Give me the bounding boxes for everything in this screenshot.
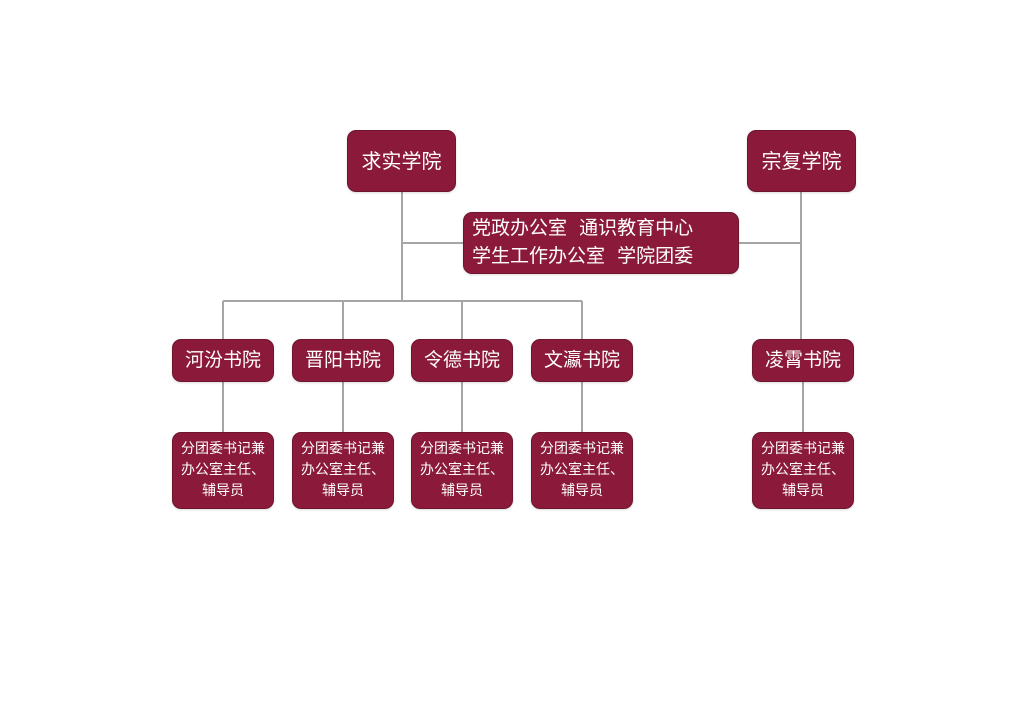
node-zongfu-label: 宗复学院 [761, 148, 842, 173]
office-line-1: 党政办公室 通识教育中心 [472, 217, 694, 240]
staff-line-2: 办公室主任、 [181, 462, 265, 478]
staff-line-1: 分团委书记兼 [181, 441, 265, 457]
node-hefen-staff: 分团委书记兼 办公室主任、 辅导员 [172, 432, 274, 509]
staff-line-2: 办公室主任、 [761, 462, 845, 478]
node-lingxiao-academy: 凌霄书院 [752, 339, 854, 382]
node-wenying-label: 文瀛书院 [543, 348, 620, 371]
node-lingde-staff: 分团委书记兼 办公室主任、 辅导员 [411, 432, 513, 509]
office-line-2: 学生工作办公室 学院团委 [472, 245, 694, 267]
node-hefen-academy: 河汾书院 [172, 339, 274, 382]
node-jinyang-academy: 晋阳书院 [292, 339, 394, 382]
staff-line-1: 分团委书记兼 [761, 441, 845, 457]
staff-line-1: 分团委书记兼 [420, 441, 504, 457]
staff-line-3: 辅导员 [782, 483, 824, 499]
staff-line-2: 办公室主任、 [420, 462, 504, 478]
node-lingde-label: 令德书院 [423, 348, 500, 371]
node-lingxiao-staff: 分团委书记兼 办公室主任、 辅导员 [752, 432, 854, 509]
node-wenying-academy: 文瀛书院 [531, 339, 633, 382]
node-lingxiao-label: 凌霄书院 [764, 348, 841, 371]
staff-line-2: 办公室主任、 [540, 462, 624, 478]
node-qiushi-college: 求实学院 [347, 130, 456, 192]
staff-line-3: 辅导员 [202, 483, 244, 499]
staff-line-1: 分团委书记兼 [540, 441, 624, 457]
node-administrative-offices: 党政办公室 通识教育中心 学生工作办公室 学院团委 [463, 212, 739, 274]
staff-line-1: 分团委书记兼 [301, 441, 385, 457]
staff-line-3: 辅导员 [441, 483, 483, 499]
staff-line-3: 辅导员 [561, 483, 603, 499]
node-hefen-label: 河汾书院 [184, 348, 261, 371]
node-lingde-academy: 令德书院 [411, 339, 513, 382]
staff-line-2: 办公室主任、 [301, 462, 385, 478]
node-qiushi-label: 求实学院 [361, 148, 442, 173]
node-jinyang-staff: 分团委书记兼 办公室主任、 辅导员 [292, 432, 394, 509]
staff-line-3: 辅导员 [322, 483, 364, 499]
node-wenying-staff: 分团委书记兼 办公室主任、 辅导员 [531, 432, 633, 509]
node-jinyang-label: 晋阳书院 [304, 348, 381, 371]
node-zongfu-college: 宗复学院 [747, 130, 856, 192]
